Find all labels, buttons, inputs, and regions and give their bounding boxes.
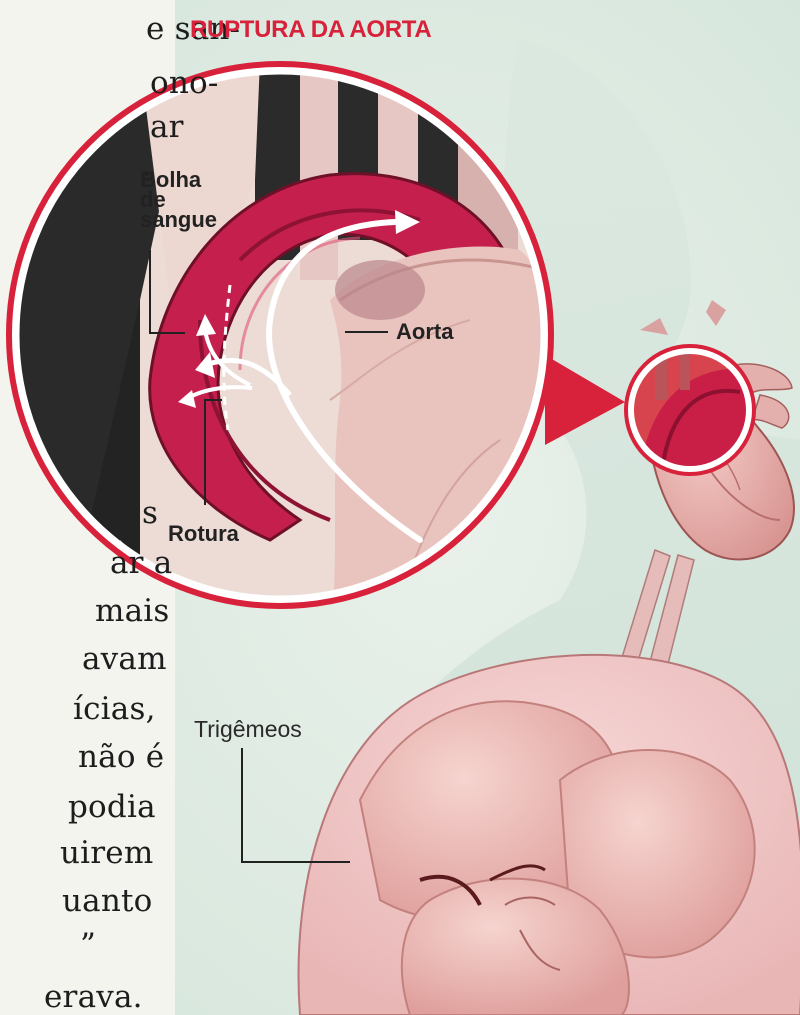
article-text-line: uirem <box>60 838 153 869</box>
label-rotura: Rotura <box>168 524 239 544</box>
label-trigemeos: Trigêmeos <box>194 716 302 743</box>
label-aorta: Aorta <box>396 322 453 342</box>
article-text-line: ” <box>80 930 96 961</box>
article-text-line: ar <box>150 112 184 143</box>
article-text-line: avam <box>82 644 167 675</box>
article-text-line: mais <box>95 596 170 627</box>
article-text-line: podia <box>68 792 156 823</box>
article-text-line: erava. <box>44 982 143 1013</box>
article-text-line: não é <box>78 742 164 773</box>
article-text-line: s <box>142 498 158 529</box>
graphic-title: RUPTURA DA AORTA <box>190 16 431 44</box>
article-text-line: ícias, <box>73 694 156 725</box>
label-bolha-de-sangue: Bolha de sangue <box>140 170 217 230</box>
article-text-line: ar a <box>110 548 172 579</box>
article-text-line: ono- <box>150 68 219 99</box>
article-text-line: uanto <box>62 886 153 917</box>
label-line: sangue <box>140 210 217 230</box>
